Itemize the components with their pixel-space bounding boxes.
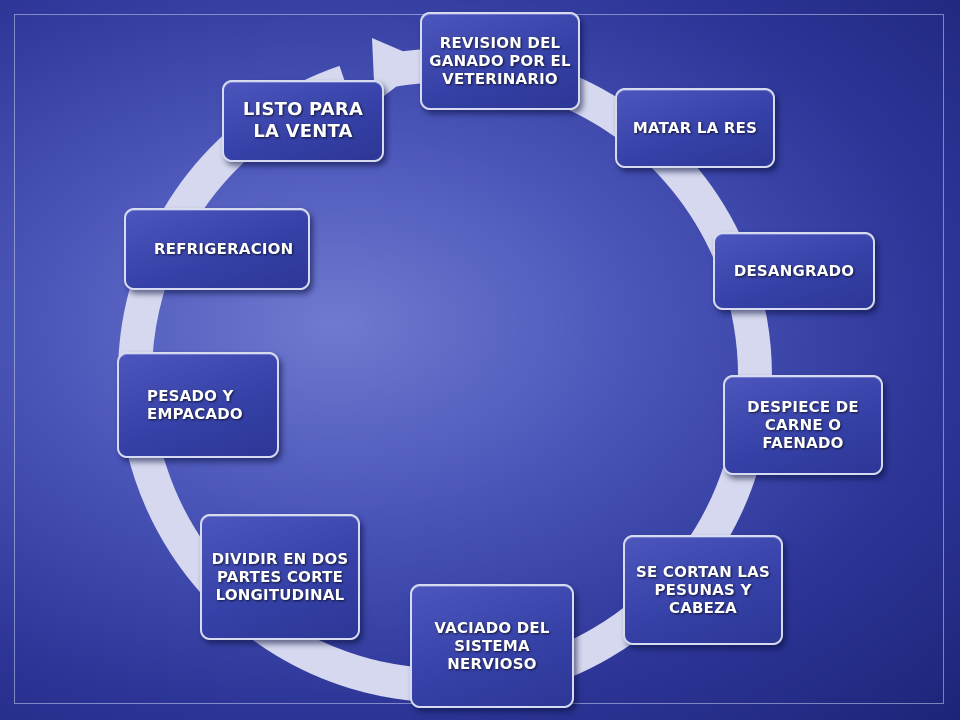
step-dividir-corte-longitudinal: DIVIDIR EN DOS PARTES CORTE LONGITUDINAL	[200, 514, 360, 640]
step-refrigeracion: REFRIGERACION	[124, 208, 310, 290]
step-matar-res: MATAR LA RES	[615, 88, 775, 168]
step-cortar-pesunas-cabeza: SE CORTAN LAS PESUNAS Y CABEZA	[623, 535, 783, 645]
step-vaciado-sistema-nervioso: VACIADO DEL SISTEMA NERVIOSO	[410, 584, 574, 708]
step-desangrado: DESANGRADO	[713, 232, 875, 310]
cycle-arrow-head-icon	[372, 38, 428, 103]
step-despiece-faenado: DESPIECE DE CARNE O FAENADO	[723, 375, 883, 475]
step-pesado-empacado: PESADO Y EMPACADO	[117, 352, 279, 458]
step-revision-veterinario: REVISION DEL GANADO POR EL VETERINARIO	[420, 12, 580, 110]
step-listo-venta: LISTO PARA LA VENTA	[222, 80, 384, 162]
